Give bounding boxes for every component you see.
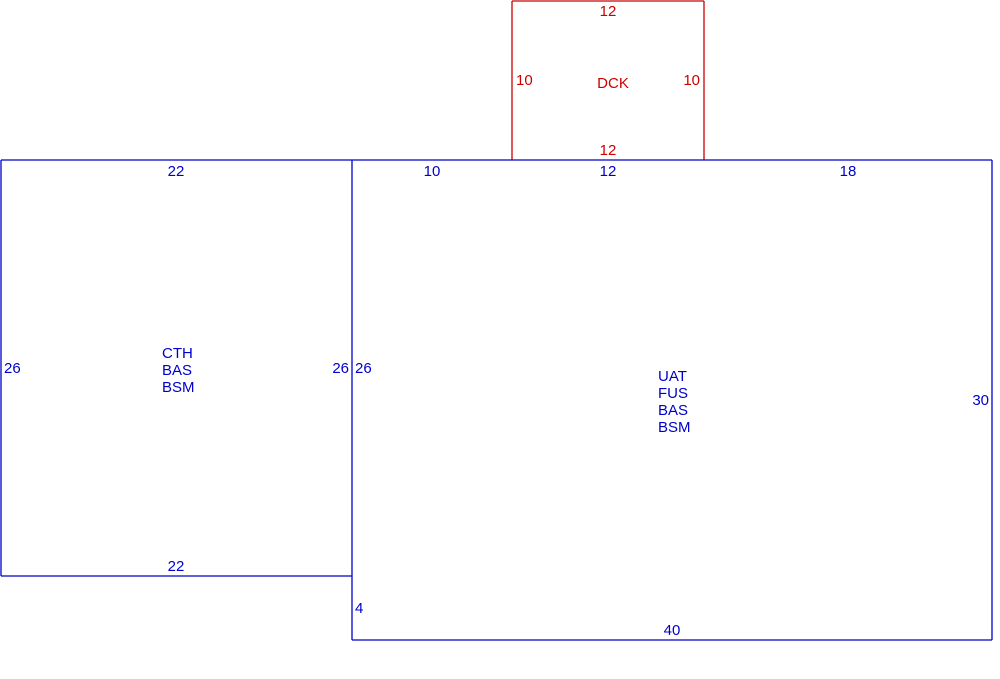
left-section-bottom-dimension: 22 bbox=[168, 558, 185, 575]
main-section-code: FUS bbox=[658, 385, 688, 402]
deck-top-dimension: 12 bbox=[600, 3, 617, 20]
left-section-code: BAS bbox=[162, 362, 192, 379]
left-section-code: CTH bbox=[162, 345, 193, 362]
left-section-left-dimension: 26 bbox=[4, 360, 21, 377]
left-section-code: BSM bbox=[162, 379, 195, 396]
main-section-step-dimension: 4 bbox=[355, 600, 363, 617]
main-section-code: UAT bbox=[658, 368, 687, 385]
main-section-bottom-dimension: 40 bbox=[664, 622, 681, 639]
main-section-top-middle-dimension: 12 bbox=[600, 163, 617, 180]
main-section-left-dimension: 26 bbox=[355, 360, 372, 377]
deck-right-dimension: 10 bbox=[683, 72, 700, 89]
deck-label: DCK bbox=[597, 75, 629, 92]
main-section-code: BSM bbox=[658, 419, 691, 436]
main-section-top-right-dimension: 18 bbox=[840, 163, 857, 180]
deck-left-dimension: 10 bbox=[516, 72, 533, 89]
left-section-right-dimension: 26 bbox=[332, 360, 349, 377]
main-section-top-left-dimension: 10 bbox=[424, 163, 441, 180]
main-section-area bbox=[351, 159, 993, 641]
deck-area bbox=[511, 0, 705, 160]
main-section-code: BAS bbox=[658, 402, 688, 419]
left-section-area bbox=[0, 159, 352, 577]
deck-bottom-dimension: 12 bbox=[600, 142, 617, 159]
left-section-top-dimension: 22 bbox=[168, 163, 185, 180]
main-section-right-dimension: 30 bbox=[972, 392, 989, 409]
